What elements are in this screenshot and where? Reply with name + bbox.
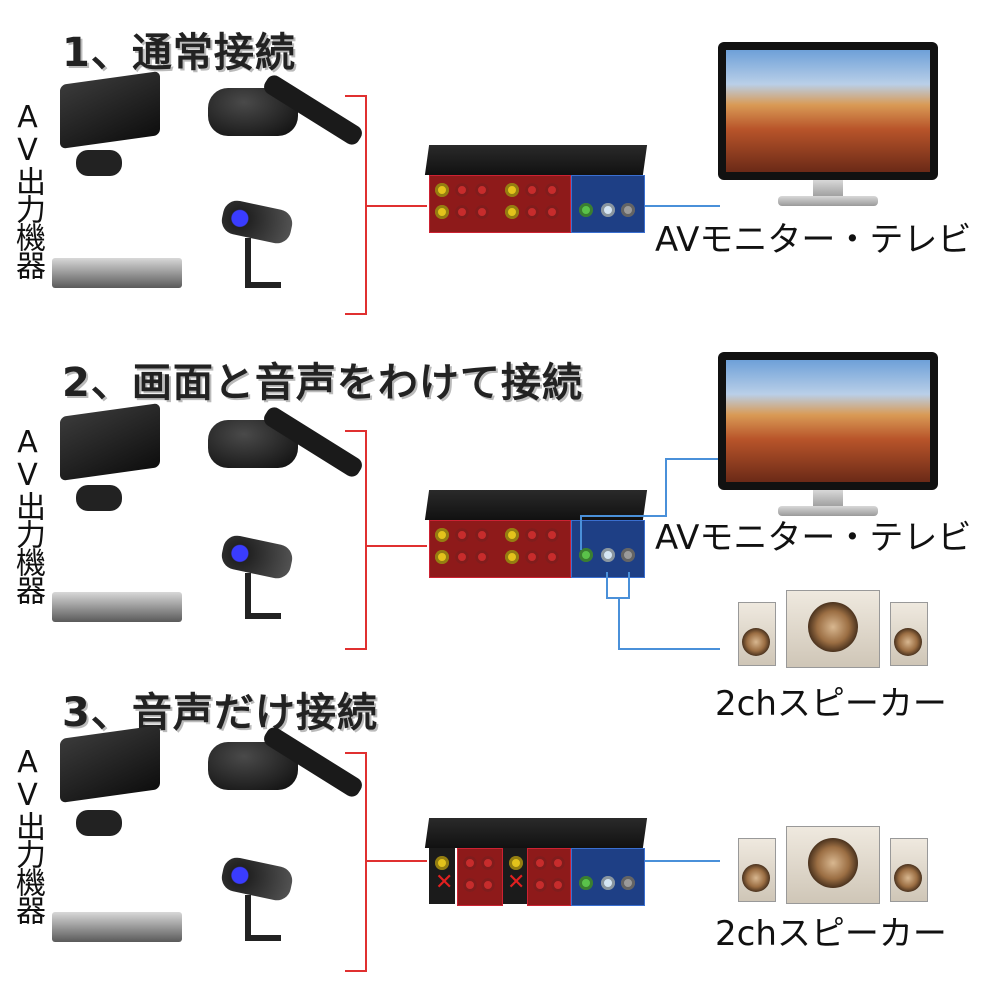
dvd-player-icon <box>52 592 182 622</box>
gamepad-icon <box>76 485 122 511</box>
x-mark-icon: ✕ <box>507 870 526 895</box>
speaker-icon <box>738 590 928 668</box>
section-3-heading: 3、音声だけ接続 <box>62 690 378 736</box>
game-console-icon <box>60 402 160 482</box>
speaker-icon <box>738 826 928 904</box>
section-1-side-label: AV出力機器 <box>10 100 45 278</box>
monitor-icon <box>718 42 938 210</box>
section-2-target-label-speaker: 2chスピーカー <box>715 684 947 724</box>
section-2-heading: 2、画面と音声をわけて接続 <box>62 360 583 406</box>
av-switch-icon <box>424 490 648 578</box>
camera-mount <box>245 238 281 288</box>
gamepad-icon <box>76 150 122 176</box>
game-console-icon <box>60 70 160 150</box>
av-switch-icon: ✕ ✕ <box>424 818 648 906</box>
section-2-target-label-monitor: AVモニター・テレビ <box>655 518 972 558</box>
game-console-icon <box>60 724 160 804</box>
section-3-side-label: AV出力機器 <box>10 745 45 923</box>
dvd-player-icon <box>52 912 182 942</box>
gamepad-icon <box>76 810 122 836</box>
camera-mount <box>245 573 281 619</box>
dvd-player-icon <box>52 258 182 288</box>
section-1-heading: 1、通常接続 <box>62 30 296 76</box>
monitor-icon <box>718 352 938 520</box>
camera-mount <box>245 895 281 941</box>
section-2-side-label: AV出力機器 <box>10 425 45 603</box>
section-1-target-label: AVモニター・テレビ <box>655 220 972 260</box>
av-switch-icon <box>424 145 648 233</box>
x-mark-icon: ✕ <box>435 870 454 895</box>
section-3-target-label-speaker: 2chスピーカー <box>715 914 947 954</box>
